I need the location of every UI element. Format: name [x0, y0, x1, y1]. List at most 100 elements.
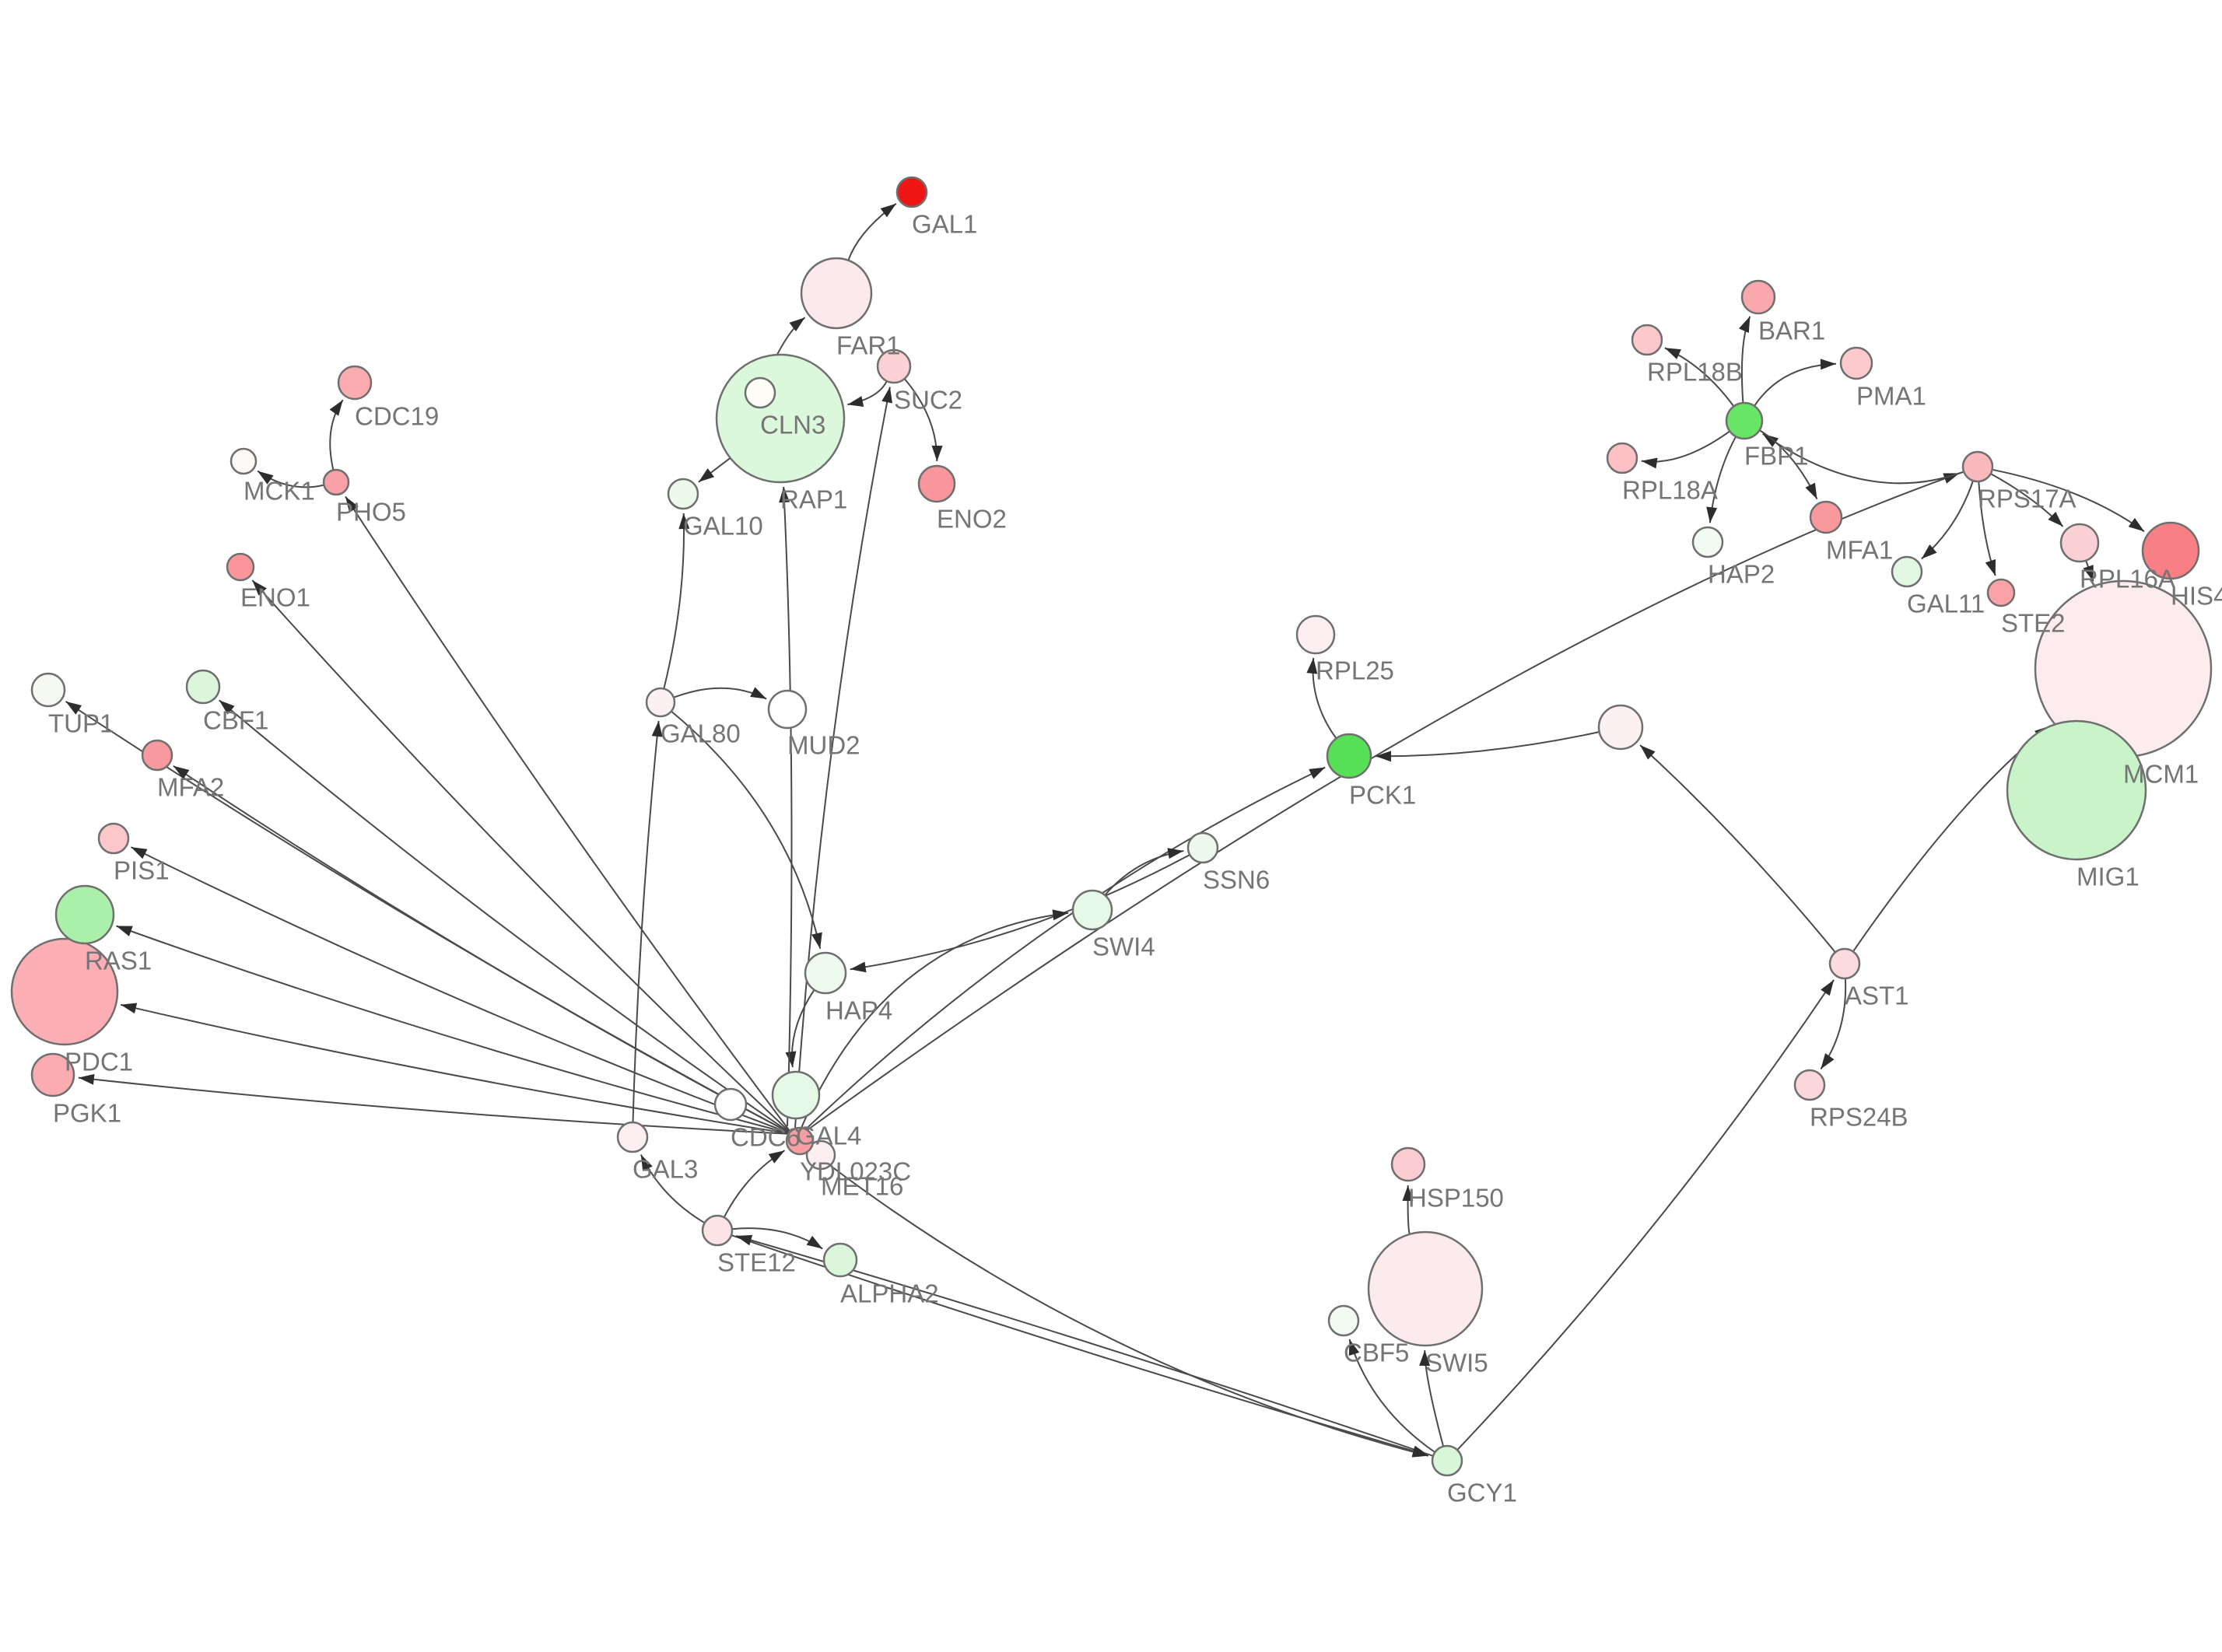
node-HIS4[interactable] — [2141, 521, 2200, 580]
node-SWI4[interactable] — [1071, 889, 1113, 931]
edge-GAL4-CBF1[interactable] — [219, 699, 793, 1135]
node-RAS1[interactable] — [54, 884, 115, 945]
edge-GAL3-GAL80[interactable] — [632, 720, 663, 1123]
node-HSP150[interactable] — [1390, 1146, 1426, 1182]
edge-STE12-YDL023C[interactable] — [723, 1150, 786, 1218]
edge-STE12-ALPHA2[interactable] — [731, 1227, 823, 1250]
edge-FBP1-RPL18B[interactable] — [1664, 347, 1735, 407]
edge-PHO5-CDC19[interactable] — [329, 399, 344, 471]
edge-PHO5-MCK1[interactable] — [257, 470, 324, 488]
node-GAL11[interactable] — [1891, 555, 1923, 588]
node-RPL18A[interactable] — [1606, 442, 1638, 474]
node-CBF1[interactable] — [185, 669, 221, 705]
node-CLN3[interactable] — [744, 376, 776, 409]
node-MET16[interactable] — [805, 1139, 836, 1171]
edge-AST1-NODE_X[interactable] — [1639, 744, 1836, 953]
edge-SWI5-HSP150[interactable] — [1402, 1185, 1414, 1235]
edge-GAL4-GCY1[interactable] — [801, 1143, 1429, 1458]
node-CDC6[interactable] — [713, 1087, 748, 1122]
node-RPL25[interactable] — [1295, 614, 1336, 655]
edge-SUC2-RAP1[interactable] — [846, 380, 888, 408]
node-GAL10[interactable] — [667, 478, 699, 510]
edge-GAL4-PHO5[interactable] — [345, 495, 793, 1135]
edge-RPS17A-GAL11[interactable] — [1921, 480, 1974, 560]
edge-FBP1-PMA1[interactable] — [1754, 359, 1837, 407]
node-SUC2[interactable] — [876, 348, 912, 384]
edge-RPS17A-STE2[interactable] — [1978, 481, 1996, 576]
edge-RPS17A-RPL16A[interactable] — [1990, 473, 2064, 527]
edge-GAL4-ENO1[interactable] — [251, 579, 793, 1135]
node-MFA1[interactable] — [1809, 500, 1843, 534]
node-PHO5[interactable] — [322, 468, 350, 496]
node-MFA2[interactable] — [141, 739, 173, 772]
edge-GCY1-CBF5[interactable] — [1348, 1339, 1435, 1454]
edge-STE12-GAL3[interactable] — [640, 1154, 706, 1224]
node-NODE_X[interactable] — [1597, 704, 1644, 751]
edge-GAL4-PDC1[interactable] — [120, 1003, 793, 1135]
edge-FBP1-MFA1[interactable] — [1759, 429, 1818, 500]
node-ENO2[interactable] — [917, 464, 956, 503]
node-GCY1[interactable] — [1431, 1444, 1463, 1477]
edge-FBP1-BAR1[interactable] — [1738, 316, 1751, 404]
node-PCK1[interactable] — [1326, 733, 1372, 779]
edge-PCK1-RPL25[interactable] — [1306, 657, 1337, 739]
edge-GAL4-PCK1[interactable] — [797, 766, 1326, 1138]
node-TUP1[interactable] — [30, 672, 66, 708]
node-RPL18B[interactable] — [1631, 324, 1663, 356]
node-PMA1[interactable] — [1839, 346, 1873, 380]
node-FBP1[interactable] — [1725, 401, 1764, 440]
node-GAL80[interactable] — [645, 687, 676, 718]
edge-GCY1-AST1[interactable] — [1456, 979, 1835, 1451]
node-GAL3[interactable] — [616, 1121, 649, 1153]
edge-GAL4-SUC2[interactable] — [794, 387, 892, 1129]
edge-SSN6-HAP4[interactable] — [850, 854, 1190, 973]
node-ALPHA2[interactable] — [822, 1242, 858, 1278]
node-PDC1[interactable] — [10, 937, 119, 1046]
edge-HAP4-GAL4[interactable] — [785, 989, 815, 1068]
node-MUD2[interactable] — [767, 689, 808, 730]
node-HAP2[interactable] — [1691, 526, 1724, 558]
node-SSN6[interactable] — [1186, 831, 1219, 864]
edge-GAL4-RAP1[interactable] — [779, 486, 793, 1127]
edge-GAL4-RPS17A[interactable] — [797, 472, 1960, 1138]
node-CDC19[interactable] — [337, 365, 373, 401]
node-GAL4[interactable] — [771, 1070, 821, 1120]
node-YDL023C[interactable] — [785, 1126, 815, 1156]
node-STE2[interactable] — [1986, 578, 2016, 607]
node-RPL16A[interactable] — [2059, 523, 2100, 563]
edge-FBP1-HAP2[interactable] — [1706, 436, 1737, 523]
edge-RAP1-GAL10[interactable] — [698, 457, 731, 483]
edge-FAR1-GAL1[interactable] — [847, 202, 897, 261]
edge-GAL80-GAL10[interactable] — [663, 513, 690, 689]
node-AST1[interactable] — [1828, 947, 1861, 980]
node-PIS1[interactable] — [97, 822, 130, 855]
node-ENO1[interactable] — [226, 552, 255, 582]
edge-RPL16A-MCM1[interactable] — [2083, 560, 2094, 582]
node-HAP4[interactable] — [804, 951, 847, 995]
edge-GAL4-PIS1[interactable] — [130, 846, 793, 1135]
node-RPS24B[interactable] — [1793, 1069, 1826, 1101]
node-RPS17A[interactable] — [1961, 450, 1994, 483]
edge-GAL4-MFA2[interactable] — [173, 765, 793, 1135]
node-SWI5[interactable] — [1367, 1230, 1484, 1347]
node-FAR1[interactable] — [800, 257, 873, 330]
edge-AST1-RPS24B[interactable] — [1820, 978, 1847, 1070]
edge-GAL4-SWI4[interactable] — [797, 909, 1069, 1138]
edge-SWI4-SSN6[interactable] — [1104, 848, 1184, 896]
edge-GAL4-RAS1[interactable] — [116, 925, 793, 1135]
edge-GAL4-PGK1[interactable] — [78, 1073, 793, 1135]
node-BAR1[interactable] — [1740, 279, 1776, 315]
node-CBF5[interactable] — [1327, 1304, 1360, 1337]
node-GAL1[interactable] — [895, 176, 928, 208]
edge-GAL80-HAP4[interactable] — [671, 710, 822, 949]
node-PGK1[interactable] — [30, 1052, 75, 1097]
node-MCK1[interactable] — [230, 447, 258, 475]
edge-GAL80-MUD2[interactable] — [673, 687, 767, 700]
edge-FBP1-RPL18A[interactable] — [1641, 430, 1730, 469]
edge-RPS17A-FBP1[interactable] — [1762, 432, 1964, 485]
edge-NODE_X-PCK1[interactable] — [1375, 731, 1600, 762]
node-STE12[interactable] — [701, 1214, 734, 1247]
edge-SUC2-ENO2[interactable] — [903, 378, 943, 462]
edge-RPS17A-HIS4[interactable] — [1992, 468, 2145, 533]
node-MIG1[interactable] — [2006, 719, 2147, 861]
